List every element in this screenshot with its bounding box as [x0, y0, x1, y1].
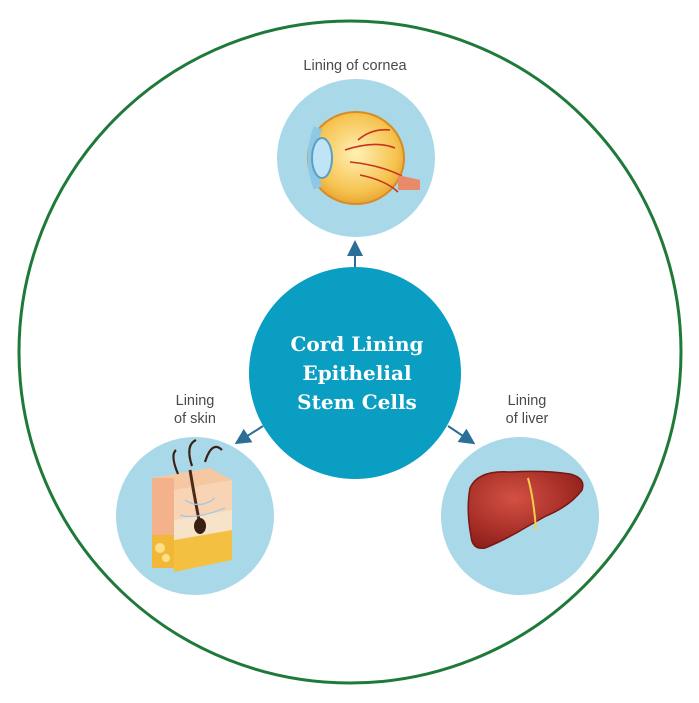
label-skin: Lining of skin	[120, 392, 270, 428]
label-liver-line1: Lining	[507, 393, 547, 409]
label-liver-line2: of liver	[505, 411, 549, 427]
cornea-node	[277, 79, 435, 237]
arrow-to-skin	[234, 425, 264, 445]
liver-node	[441, 437, 599, 595]
skin-node	[116, 437, 274, 595]
label-skin-line2: of skin	[174, 411, 216, 427]
skin-layers-icon	[152, 438, 232, 572]
arrow-to-liver	[447, 425, 476, 445]
label-liver: Lining of liver	[452, 392, 602, 428]
center-node	[249, 267, 461, 479]
center-title: Cord Lining Epithelial Stem Cells	[247, 330, 467, 417]
center-title-line3: Stem Cells	[297, 390, 417, 414]
label-cornea: Lining of cornea	[303, 58, 407, 74]
center-title-line2: Epithelial	[302, 361, 412, 385]
liver-icon	[467, 470, 584, 549]
label-skin-line1: Lining	[175, 393, 215, 409]
outer-ring	[17, 19, 683, 685]
eye-icon	[307, 111, 420, 205]
center-title-line1: Cord Lining	[290, 332, 424, 356]
